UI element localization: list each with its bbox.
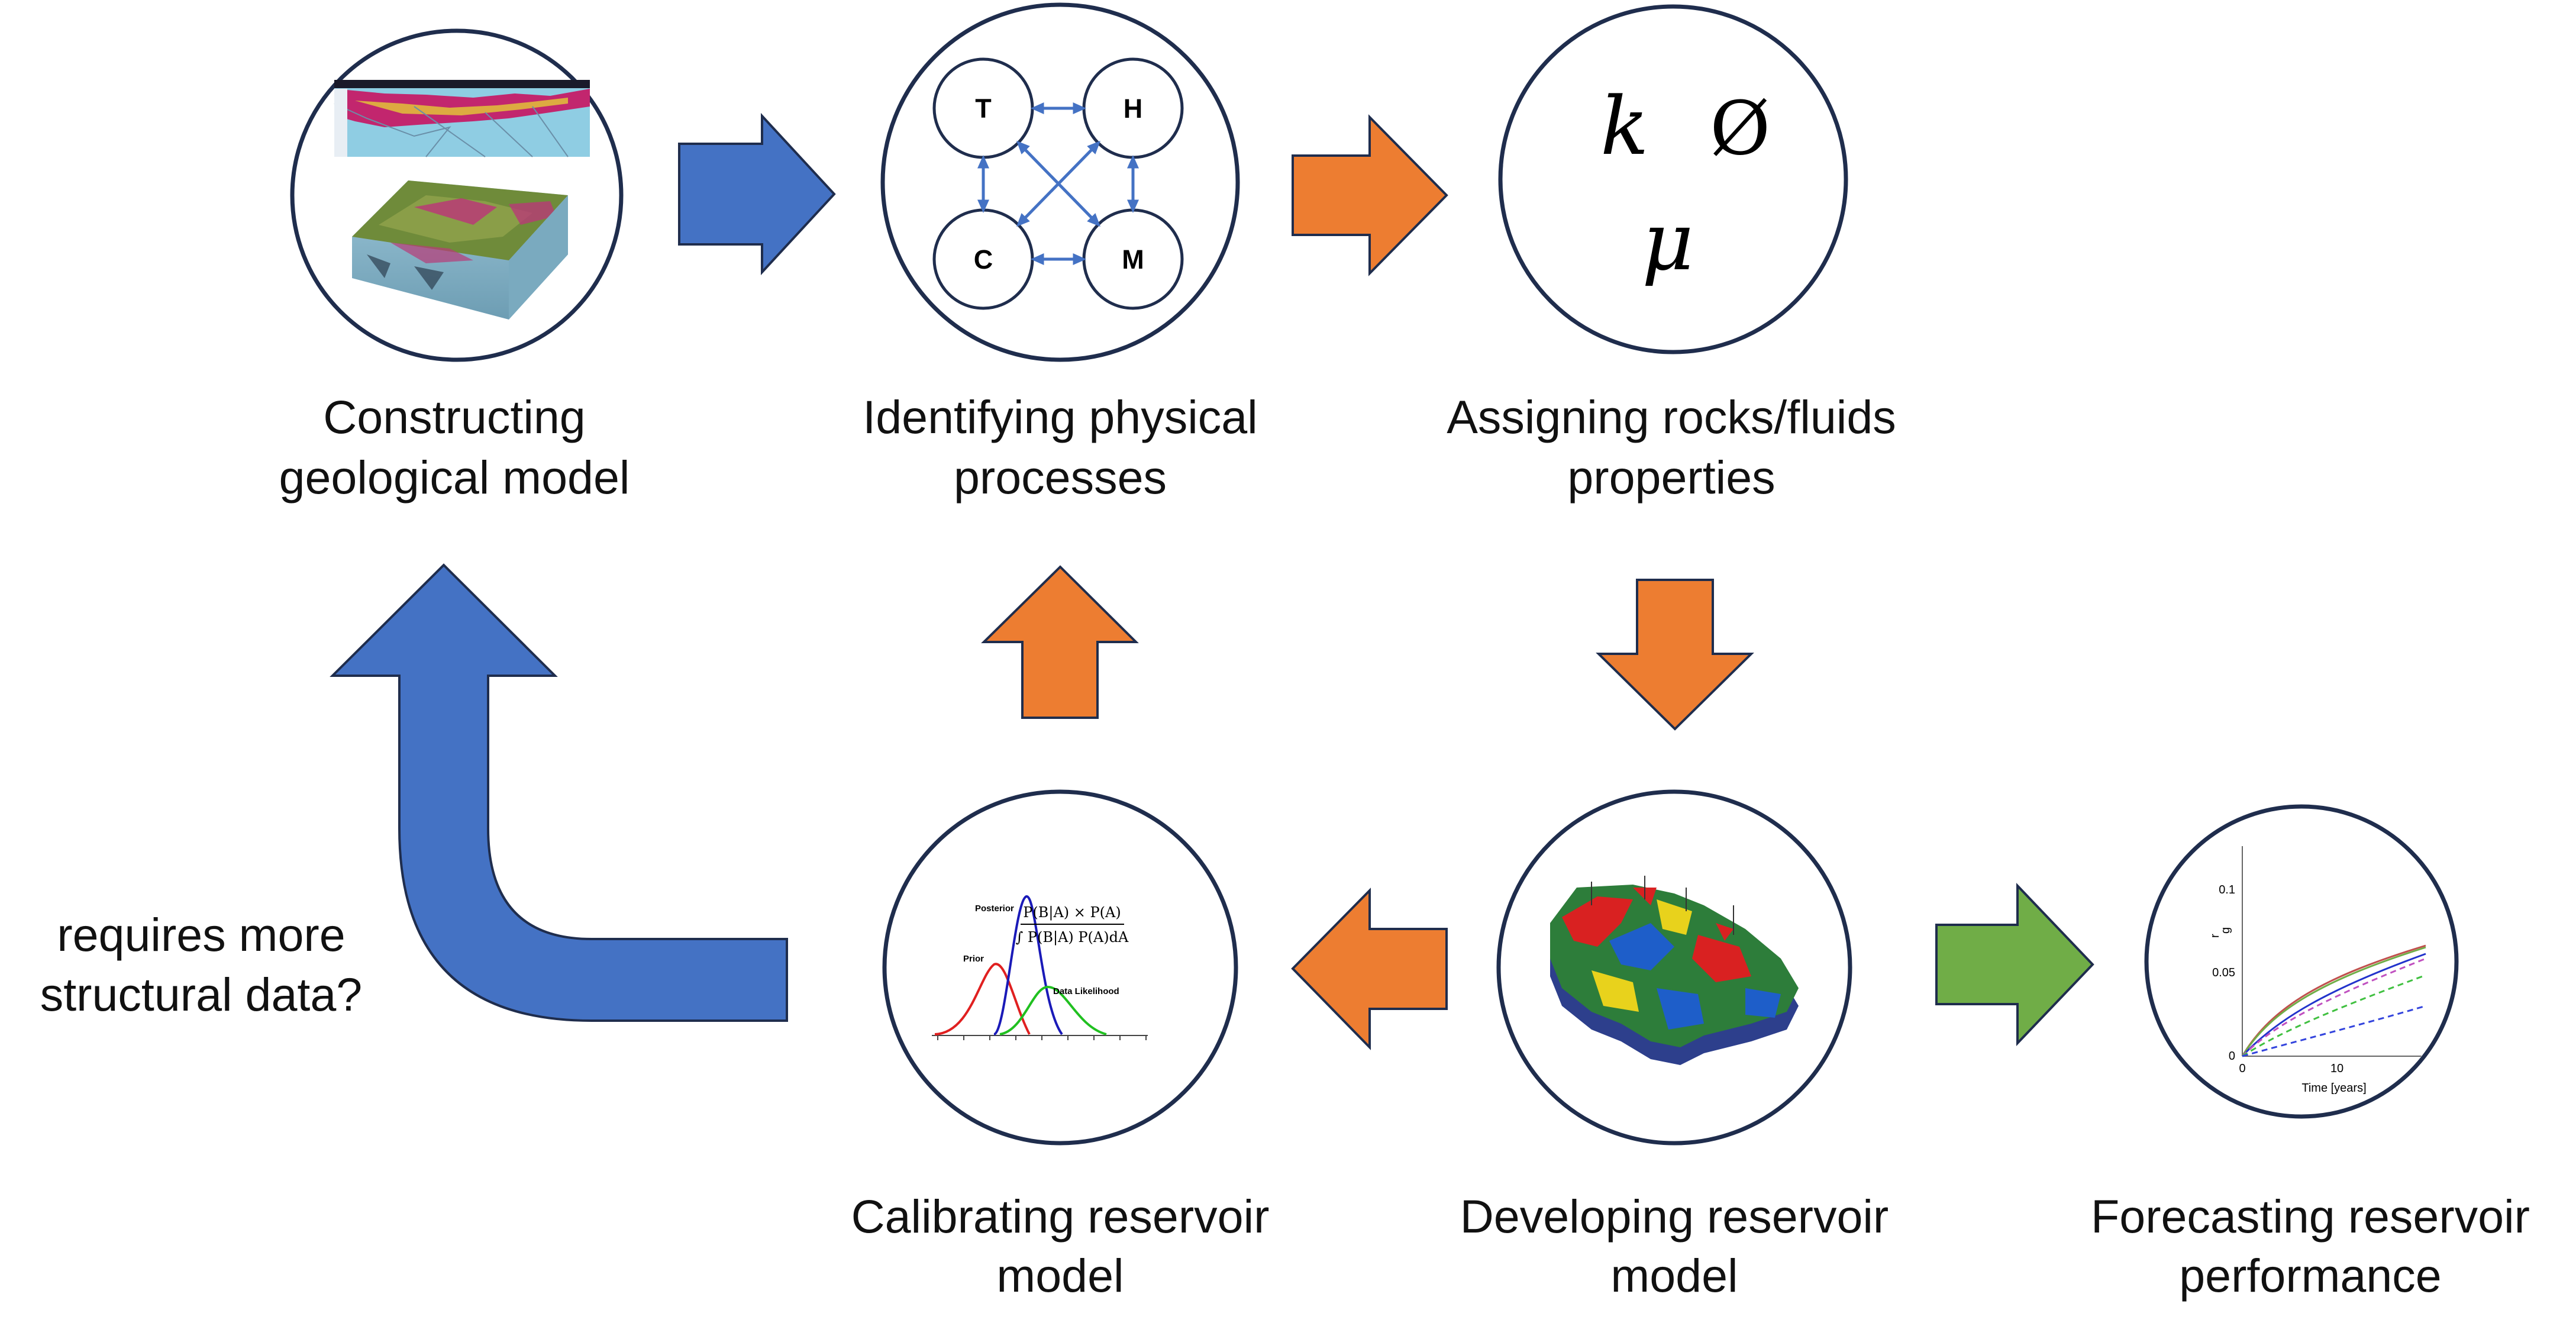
- bayes-denominator: ∫ P(B|A) P(A)dA: [1016, 929, 1129, 946]
- node-m-label: M: [1122, 244, 1144, 275]
- caption-question: requires more structural data?: [40, 908, 363, 1021]
- caption-physical-line1: Identifying physical: [863, 391, 1258, 443]
- forecast-curve-blue: [2241, 953, 2426, 1057]
- likelihood-label: Data Likelihood: [1053, 986, 1119, 996]
- caption-calibrating: Calibrating reservoir model: [851, 1190, 1270, 1302]
- viscosity-symbol: μ: [1642, 195, 1694, 288]
- circle-rock-fluid-properties: [1498, 4, 1848, 354]
- link-h-c: [1016, 140, 1100, 227]
- caption-geo-line1: Constructing: [323, 391, 586, 443]
- caption-calibrating-line2: model: [996, 1249, 1124, 1302]
- caption-properties-line1: Assigning rocks/fluids: [1447, 391, 1896, 443]
- prior-label: Prior: [963, 954, 984, 964]
- caption-forecasting-line1: Forecasting reservoir: [2091, 1190, 2530, 1243]
- caption-forecasting: Forecasting reservoir performance: [2091, 1190, 2530, 1302]
- forecast-curve-blue-dashed: [2242, 1005, 2426, 1057]
- caption-question-line2: structural data?: [40, 968, 363, 1021]
- reservoir-model-image: [1550, 876, 1799, 1065]
- porosity-symbol: Ø: [1710, 86, 1770, 172]
- forecast-ylabel-sub: g: [2219, 927, 2232, 934]
- forecast-xtick-2: 20: [2419, 1062, 2432, 1075]
- caption-physical-processes: Identifying physical processes: [863, 391, 1258, 504]
- permeability-symbol: k: [1600, 80, 1649, 173]
- caption-geo-line2: geological model: [279, 451, 630, 504]
- arrow-physical-to-properties: [1292, 114, 1448, 276]
- caption-question-line1: requires more: [57, 908, 345, 961]
- caption-developing-line2: model: [1610, 1249, 1738, 1302]
- forecast-plot: 0 0.05 0.1 0 10 20 Time [years] r g: [2209, 846, 2432, 1095]
- arrow-developing-to-forecasting: [1935, 883, 2094, 1046]
- circle-calibrating-model: [882, 789, 1238, 1146]
- node-t-label: T: [975, 93, 992, 124]
- forecast-ytick-0: 0: [2229, 1050, 2235, 1063]
- forecast-ylabel: r: [2209, 934, 2222, 938]
- forecast-curve-green-dashed: [2242, 974, 2426, 1057]
- forecast-ytick-2: 0.1: [2219, 883, 2235, 896]
- bayes-numerator: P(B|A) × P(A): [1023, 904, 1121, 921]
- forecast-ytick-1: 0.05: [2212, 966, 2235, 979]
- likelihood-curve: [999, 985, 1107, 1035]
- arrow-developing-to-calibrating: [1291, 888, 1448, 1050]
- node-c-label: C: [974, 244, 993, 275]
- arrow-geo-to-physical: [678, 112, 836, 276]
- caption-developing-line1: Developing reservoir: [1460, 1190, 1889, 1243]
- property-symbols: k Ø μ: [1600, 80, 1770, 288]
- caption-developing: Developing reservoir model: [1460, 1190, 1889, 1302]
- caption-calibrating-line1: Calibrating reservoir: [851, 1190, 1270, 1243]
- forecast-xtick-0: 0: [2239, 1062, 2245, 1075]
- arrow-calibrating-to-physical: [981, 565, 1139, 719]
- caption-forecasting-line2: performance: [2179, 1249, 2442, 1302]
- forecast-xtick-1: 10: [2330, 1062, 2343, 1075]
- posterior-label: Posterior: [975, 904, 1014, 914]
- posterior-curve: [993, 895, 1063, 1035]
- circle-forecasting-performance: [2144, 804, 2459, 1119]
- geological-model-image: [334, 80, 590, 320]
- forecast-curve-magenta-dashed: [2241, 957, 2426, 1057]
- forecast-curve-green: [2241, 946, 2426, 1057]
- arrow-properties-to-developing: [1596, 579, 1754, 731]
- caption-properties-line2: properties: [1567, 451, 1775, 504]
- process-network: T H C M: [932, 57, 1184, 310]
- caption-properties: Assigning rocks/fluids properties: [1447, 391, 1896, 504]
- node-h-label: H: [1124, 93, 1143, 124]
- bayes-plot: Posterior Prior Data Likelihood P(B|A) ×…: [932, 895, 1148, 1040]
- caption-physical-line2: processes: [954, 451, 1167, 504]
- caption-geological-model: Constructing geological model: [279, 391, 630, 504]
- prior-curve: [934, 963, 1031, 1035]
- arrow-calibrating-to-geo-loop: [330, 563, 788, 1022]
- forecast-xlabel: Time [years]: [2301, 1082, 2366, 1095]
